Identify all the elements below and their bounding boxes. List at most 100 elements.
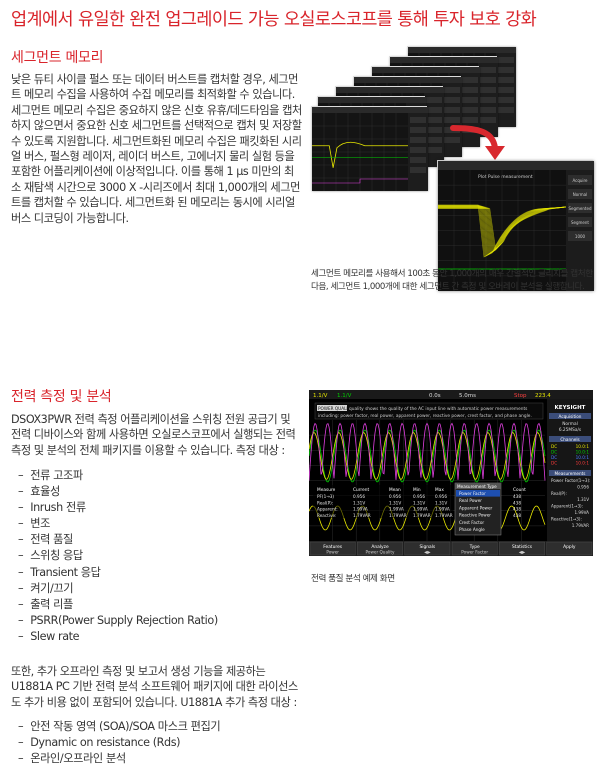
table-cell: 1.99VA	[413, 507, 428, 512]
measurement-type-option[interactable]: Phase Angle	[459, 527, 485, 532]
softkey-label: Features	[323, 544, 343, 550]
table-cell: 1.99VA	[353, 507, 368, 512]
channel-coupling: DC	[551, 461, 557, 466]
acquisition-rate: 6.25MSa/s	[559, 427, 582, 433]
table-cell: 1.31V	[389, 500, 401, 505]
table-cell: Apparent:	[317, 507, 338, 512]
segmented-memory-heading: 세그먼트 메모리	[11, 50, 104, 66]
power-analysis-heading: 전력 측정 및 분석	[11, 389, 112, 405]
channel-probe-ratio: 10.0:1	[576, 461, 590, 466]
table-cell: 438	[513, 513, 521, 518]
u1881a-measurement-list: 안전 작동 영역 (SOA)/SOA 마스크 편집기 Dynamic on re…	[18, 719, 221, 767]
softkey-value: ◀▶	[519, 550, 526, 555]
scope-screenshot-front	[311, 106, 428, 191]
overlay-side-item: Segment	[571, 220, 589, 225]
list-item: 스위칭 응답	[18, 548, 218, 564]
info-tag: POWER QUALITY	[318, 406, 353, 411]
table-cell: 1.79VAR	[435, 513, 453, 518]
table-header: Max	[435, 487, 444, 493]
side-measurement-line: 1.99VA	[575, 510, 590, 515]
channel-probe-ratio: 10.0:1	[576, 450, 590, 455]
list-item: 전류 고조파	[18, 468, 218, 484]
table-cell: 0.956	[353, 494, 365, 499]
table-cell: Real(P):	[317, 500, 333, 505]
table-cell: 1.99VA	[389, 507, 404, 512]
side-measurement-line: Apparent(1→3):	[551, 504, 583, 509]
table-cell: 1.31V	[353, 500, 365, 505]
list-item: 안전 작동 영역 (SOA)/SOA 마스크 편집기	[18, 719, 221, 735]
table-cell: 1.79VAR	[389, 513, 407, 518]
channel-coupling: DC	[551, 450, 557, 455]
table-cell: 1.99VA	[435, 507, 450, 512]
table-cell: PF(1→3)	[317, 494, 334, 499]
acquisition-header: Acquisition	[559, 414, 582, 419]
channel-probe-ratio: 10.0:1	[576, 455, 590, 460]
list-item: Slew rate	[18, 629, 218, 645]
softkey-value: ◀▶	[424, 550, 431, 555]
scope-softkey[interactable]	[451, 541, 498, 556]
channel-coupling: DC	[551, 455, 557, 460]
side-measurement-line: Reactive(1→3):	[551, 516, 582, 521]
scope-trigger-level: 223.4	[535, 393, 551, 399]
scope-run-status: Stop	[514, 393, 527, 399]
table-cell: 438	[513, 500, 521, 505]
keysight-logo: KEYSIGHT	[555, 405, 586, 411]
list-item: Inrush 전류	[18, 500, 218, 516]
acquisition-mode: Normal	[562, 421, 578, 427]
scope-softkey[interactable]	[309, 541, 356, 556]
measurement-type-option[interactable]: Reactive Power	[459, 513, 491, 518]
channel-coupling: DC	[551, 444, 557, 449]
measurement-type-option[interactable]: Apparent Power	[459, 505, 493, 510]
table-header: Measure	[317, 487, 336, 493]
table-header: Min	[413, 487, 421, 493]
softkey-label: Apply	[563, 544, 576, 550]
scope-softkey[interactable]	[499, 541, 545, 556]
table-cell: 1.79VAR	[413, 513, 431, 518]
softkey-label: Analyze	[371, 544, 389, 550]
measurements-header: Measurements	[555, 471, 586, 476]
table-cell: 438	[513, 507, 521, 512]
softkey-label: Type	[469, 544, 480, 550]
scope-ch1-scale: 1.1/V	[313, 393, 328, 399]
scope-softkey[interactable]	[404, 541, 451, 556]
table-cell: 0.956	[389, 494, 401, 499]
overlay-side-item: Segmented	[569, 206, 592, 211]
table-cell: 1.31V	[413, 500, 425, 505]
measurement-type-header: Measurement Type	[457, 484, 497, 489]
list-item: 전력 품질	[18, 532, 218, 548]
list-item: 변조	[18, 516, 218, 532]
side-measurement-line: 1.79VAR	[572, 523, 589, 528]
scope-softkey[interactable]	[357, 541, 403, 556]
table-cell: 0.956	[413, 494, 425, 499]
side-measurement-line: Real(P):	[551, 491, 567, 496]
curved-arrow-icon	[450, 125, 505, 160]
info-line-1: quality shows the quality of the AC inpu…	[349, 406, 528, 412]
measurement-type-option[interactable]: Real Power	[459, 498, 482, 503]
channels-header: Channels	[560, 437, 579, 442]
page-title: 업계에서 유일한 완전 업그레이드 가능 오실로스코프를 통해 투자 보호 강화	[11, 10, 537, 30]
segmented-memory-paragraph: 낮은 듀티 사이클 펄스 또는 데이터 버스트를 캡처할 경우, 세그먼트 메모…	[11, 73, 302, 225]
list-item: 출력 리플	[18, 597, 218, 613]
channel-probe-ratio: 10.0:1	[576, 444, 590, 449]
measurement-type-option[interactable]: Power Factor	[459, 491, 486, 496]
list-item: Dynamic on resistance (Rds)	[18, 735, 220, 751]
list-item: Transient 응답	[18, 565, 218, 581]
scope-softkey[interactable]	[546, 541, 593, 556]
table-header: Current	[353, 487, 369, 493]
table-cell: Reactive:	[317, 513, 336, 518]
table-header: Mean	[389, 487, 401, 493]
measurement-type-option[interactable]: Crest Factor	[459, 520, 484, 525]
softkey-label: Statistics	[512, 544, 533, 550]
softkey-value: Power	[326, 550, 339, 555]
table-header: Count	[513, 487, 526, 493]
side-measurement-line: Power Factor(1→3):	[551, 478, 590, 483]
power-quality-caption: 전력 품질 분석 예제 화면	[311, 574, 395, 584]
table-cell: 1.31V	[435, 500, 447, 505]
power-quality-scope-screenshot: 1.1/V 1.1/V 0.0s 5.0ms Stop 223.4 POWER …	[309, 390, 593, 556]
list-item: 효율성	[18, 484, 218, 500]
list-item: 켜기/끄기	[18, 581, 218, 597]
table-cell: 1.79VAR	[353, 513, 371, 518]
softkey-value: Power Factor	[461, 550, 488, 555]
